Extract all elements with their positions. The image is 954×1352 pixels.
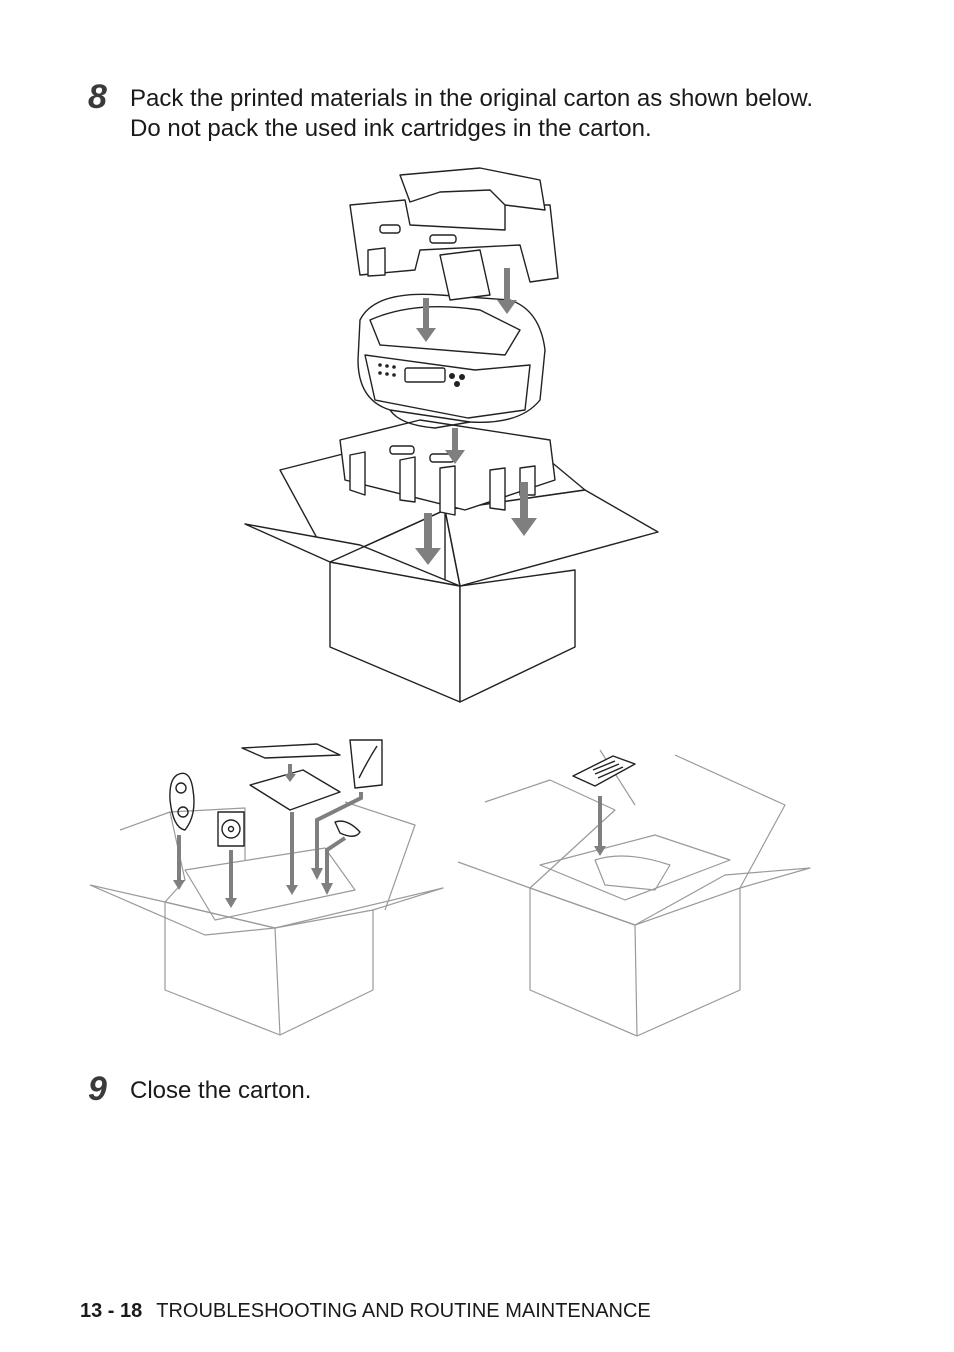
manual-booklet xyxy=(572,755,636,787)
step-number: 9 xyxy=(88,1070,107,1108)
packing-illustration-manual xyxy=(455,740,815,1040)
fax-machine xyxy=(357,293,546,429)
placement-arrows xyxy=(415,268,537,565)
placement-arrows xyxy=(173,764,363,908)
page-footer: 13 - 18 TROUBLESHOOTING AND ROUTINE MAINT… xyxy=(80,1300,651,1323)
carton xyxy=(457,749,811,1037)
packing-illustration-accessories xyxy=(85,730,450,1040)
step-instruction: Close the carton. xyxy=(130,1076,311,1106)
instruction-line: Pack the printed materials in the origin… xyxy=(130,85,814,112)
carton xyxy=(89,801,444,1036)
instruction-line: Do not pack the used ink cartridges in t… xyxy=(130,115,652,142)
instruction-line: Close the carton. xyxy=(130,1077,312,1104)
step-number: 8 xyxy=(88,78,107,116)
accessory-items xyxy=(169,739,383,847)
foam-cushion-bottom xyxy=(339,419,556,516)
page-number: 13 - 18 xyxy=(80,1300,143,1322)
foam-cushion-top xyxy=(349,167,559,301)
carton-manual-drawing xyxy=(457,749,811,1037)
packing-illustration-machine xyxy=(240,150,670,710)
carton-machine-drawing xyxy=(244,167,659,703)
carton-accessories-drawing xyxy=(89,739,444,1036)
placement-arrows xyxy=(594,796,606,856)
step-instruction: Pack the printed materials in the origin… xyxy=(130,84,813,144)
section-title: TROUBLESHOOTING AND ROUTINE MAINTENANCE xyxy=(156,1300,651,1322)
carton xyxy=(244,435,659,703)
